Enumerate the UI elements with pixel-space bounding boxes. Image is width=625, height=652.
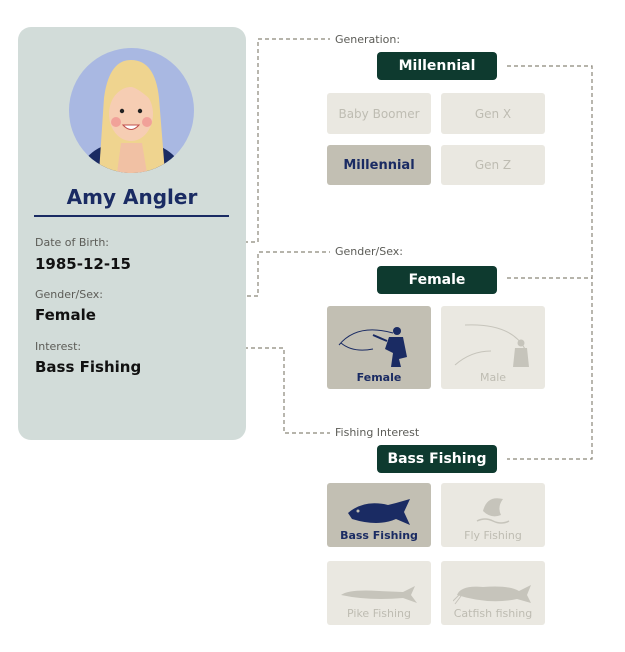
interest-option-fly-fishing[interactable]: Fly Fishing (441, 483, 545, 547)
interest-option-pike-fishing-label: Pike Fishing (347, 607, 411, 620)
generation-option-gen-z[interactable]: Gen Z (441, 145, 545, 185)
gender-selected-pill: Female (377, 266, 497, 294)
interest-label: Interest: (35, 340, 82, 353)
interest-value: Bass Fishing (35, 358, 142, 376)
avatar (69, 48, 194, 173)
fly-fish-icon (476, 498, 510, 524)
bass-fish-icon (348, 499, 410, 525)
interest-option-catfish-fishing[interactable]: Catfish fishing (441, 561, 545, 625)
generation-option-baby-boomer[interactable]: Baby Boomer (327, 93, 431, 134)
male-angler-icon (454, 324, 529, 367)
female-angler-icon (338, 327, 407, 367)
interest-option-bass-fishing-label: Bass Fishing (340, 529, 418, 542)
generation-selected-pill: Millennial (377, 52, 497, 80)
interest-option-fly-fishing-label: Fly Fishing (464, 529, 522, 542)
gender-option-male[interactable]: Male (441, 306, 545, 389)
generation-section-label: Generation: (335, 33, 401, 46)
gender-value: Female (35, 306, 96, 324)
name-divider (34, 215, 229, 217)
profile-name: Amy Angler (66, 185, 198, 209)
generation-option-millennial[interactable]: Millennial (327, 145, 431, 185)
gender-option-female-label: Female (356, 371, 402, 384)
profile-card: Amy Angler Date of Birth: 1985-12-15 Gen… (18, 27, 246, 440)
generation-option-gen-x[interactable]: Gen X (441, 93, 545, 134)
catfish-icon (453, 585, 531, 605)
dob-label: Date of Birth: (35, 236, 110, 249)
interest-option-catfish-fishing-label: Catfish fishing (453, 607, 533, 620)
gender-option-male-label: Male (479, 371, 507, 384)
interest-option-pike-fishing[interactable]: Pike Fishing (327, 561, 431, 625)
dob-value: 1985-12-15 (35, 255, 131, 273)
interest-section-label: Fishing Interest (335, 426, 420, 439)
gender-label: Gender/Sex: (35, 288, 104, 301)
gender-option-female[interactable]: Female (327, 306, 431, 389)
gender-section-label: Gender/Sex: (335, 245, 404, 258)
interest-option-bass-fishing[interactable]: Bass Fishing (327, 483, 431, 547)
pike-fish-icon (341, 586, 417, 603)
interest-selected-pill: Bass Fishing (377, 445, 497, 473)
